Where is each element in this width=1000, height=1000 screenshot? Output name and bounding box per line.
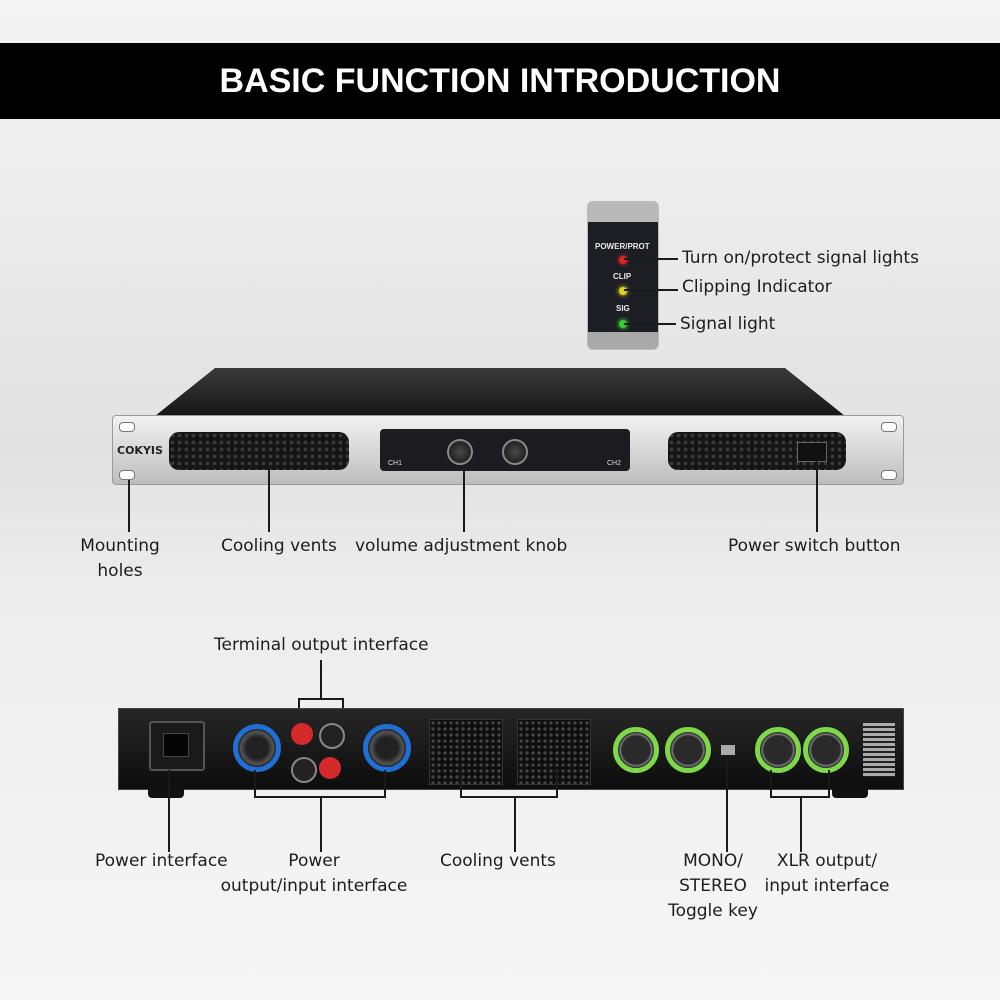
leader-line [298, 698, 300, 716]
page-title: BASIC FUNCTION INTRODUCTION [0, 43, 1000, 119]
rubber-foot [148, 786, 184, 798]
power-led-annotation: Turn on/protect signal lights [682, 248, 919, 268]
leader-line [800, 796, 802, 852]
clip-label: CLIP [613, 272, 632, 281]
ch1-volume-knob[interactable] [447, 439, 473, 465]
binding-post-red-icon [291, 723, 313, 745]
xlr-ch2-out-icon [665, 727, 711, 773]
leader-line [384, 770, 386, 796]
rear-fan-vent [517, 719, 591, 785]
leader-line [168, 770, 170, 852]
volume-knob-annotation: volume adjustment knob [355, 536, 568, 556]
leader-line [320, 660, 322, 698]
leader-line [254, 770, 256, 796]
leader-line [624, 258, 678, 260]
mounting-hole-icon [119, 470, 135, 480]
sig-led-icon [619, 320, 627, 328]
ch2-volume-knob[interactable] [502, 439, 528, 465]
leader-line [556, 770, 558, 796]
binding-post-red-icon [319, 757, 341, 779]
leader-line [463, 466, 465, 532]
ch2-label: CH2 [607, 460, 622, 467]
front-cooling-vent [668, 432, 846, 470]
mono-stereo-annotation: MONO/ STEREO Toggle key [662, 849, 764, 924]
power-switch-button[interactable] [797, 442, 827, 462]
xlr-ch2-in-icon [613, 727, 659, 773]
power-led-icon [619, 256, 627, 264]
front-cooling-vent [169, 432, 349, 470]
leader-line [342, 698, 344, 716]
rear-vents-annotation: Cooling vents [440, 851, 556, 871]
amplifier-top-cover [155, 368, 845, 416]
led-indicator-panel: POWER/PROT CLIP SIG [587, 201, 659, 350]
xlr-ch1-in-icon [803, 727, 849, 773]
leader-line [770, 770, 772, 796]
amplifier-front-panel: COKYIS CH1 CH2 [112, 415, 904, 485]
mounting-hole-icon [881, 470, 897, 480]
leader-line [128, 480, 130, 532]
power-io-annotation: Power output/input interface [214, 849, 414, 899]
mounting-hole-icon [119, 422, 135, 432]
leader-line [726, 756, 728, 852]
speakon-out2-icon [233, 724, 281, 772]
annotation-line: Power [288, 851, 340, 871]
xlr-ch1-out-icon [755, 727, 801, 773]
leader-line [624, 289, 678, 291]
leader-line [816, 460, 818, 532]
annotation-line: MONO/ [683, 851, 743, 871]
clip-led-icon [619, 287, 627, 295]
mounting-holes-annotation: Mounting holes [72, 534, 168, 584]
speakon-out1-icon [363, 724, 411, 772]
leader-line [268, 466, 270, 532]
rear-fan-vent [429, 719, 503, 785]
xlr-annotation: XLR output/ input interface [760, 849, 894, 899]
annotation-line: Toggle key [668, 901, 758, 921]
annotation-line: XLR output/ [776, 851, 878, 871]
leader-line [460, 770, 462, 796]
leader-line [460, 796, 558, 798]
terminal-output-annotation: Terminal output interface [214, 635, 429, 655]
annotation-line: input interface [764, 876, 890, 896]
ch1-label: CH1 [388, 460, 403, 467]
leader-line [298, 698, 344, 700]
front-vents-annotation: Cooling vents [221, 536, 337, 556]
amplifier-rear-panel [118, 708, 904, 790]
brand-logo: COKYIS [117, 444, 163, 457]
power-interface-annotation: Power interface [95, 851, 228, 871]
power-prot-label: POWER/PROT [595, 242, 650, 251]
control-panel: CH1 CH2 [380, 429, 630, 471]
leader-line [320, 796, 322, 852]
mounting-hole-icon [881, 422, 897, 432]
annotation-line: holes [97, 561, 143, 581]
binding-post-black-icon [291, 757, 317, 783]
binding-post-black-icon [319, 723, 345, 749]
sig-label: SIG [616, 304, 630, 313]
annotation-line: output/input interface [220, 876, 408, 896]
leader-line [514, 796, 516, 852]
rubber-foot [832, 786, 868, 798]
power-switch-annotation: Power switch button [728, 536, 901, 556]
leader-line [624, 323, 676, 325]
annotation-line: Mounting [80, 536, 160, 556]
leader-line [828, 770, 830, 796]
clip-led-annotation: Clipping Indicator [682, 277, 832, 297]
sig-led-annotation: Signal light [680, 314, 776, 334]
power-inlet-icon [149, 721, 205, 771]
spec-label-panel [863, 721, 895, 777]
annotation-line: STEREO [679, 876, 747, 896]
mono-stereo-toggle[interactable] [721, 745, 735, 755]
